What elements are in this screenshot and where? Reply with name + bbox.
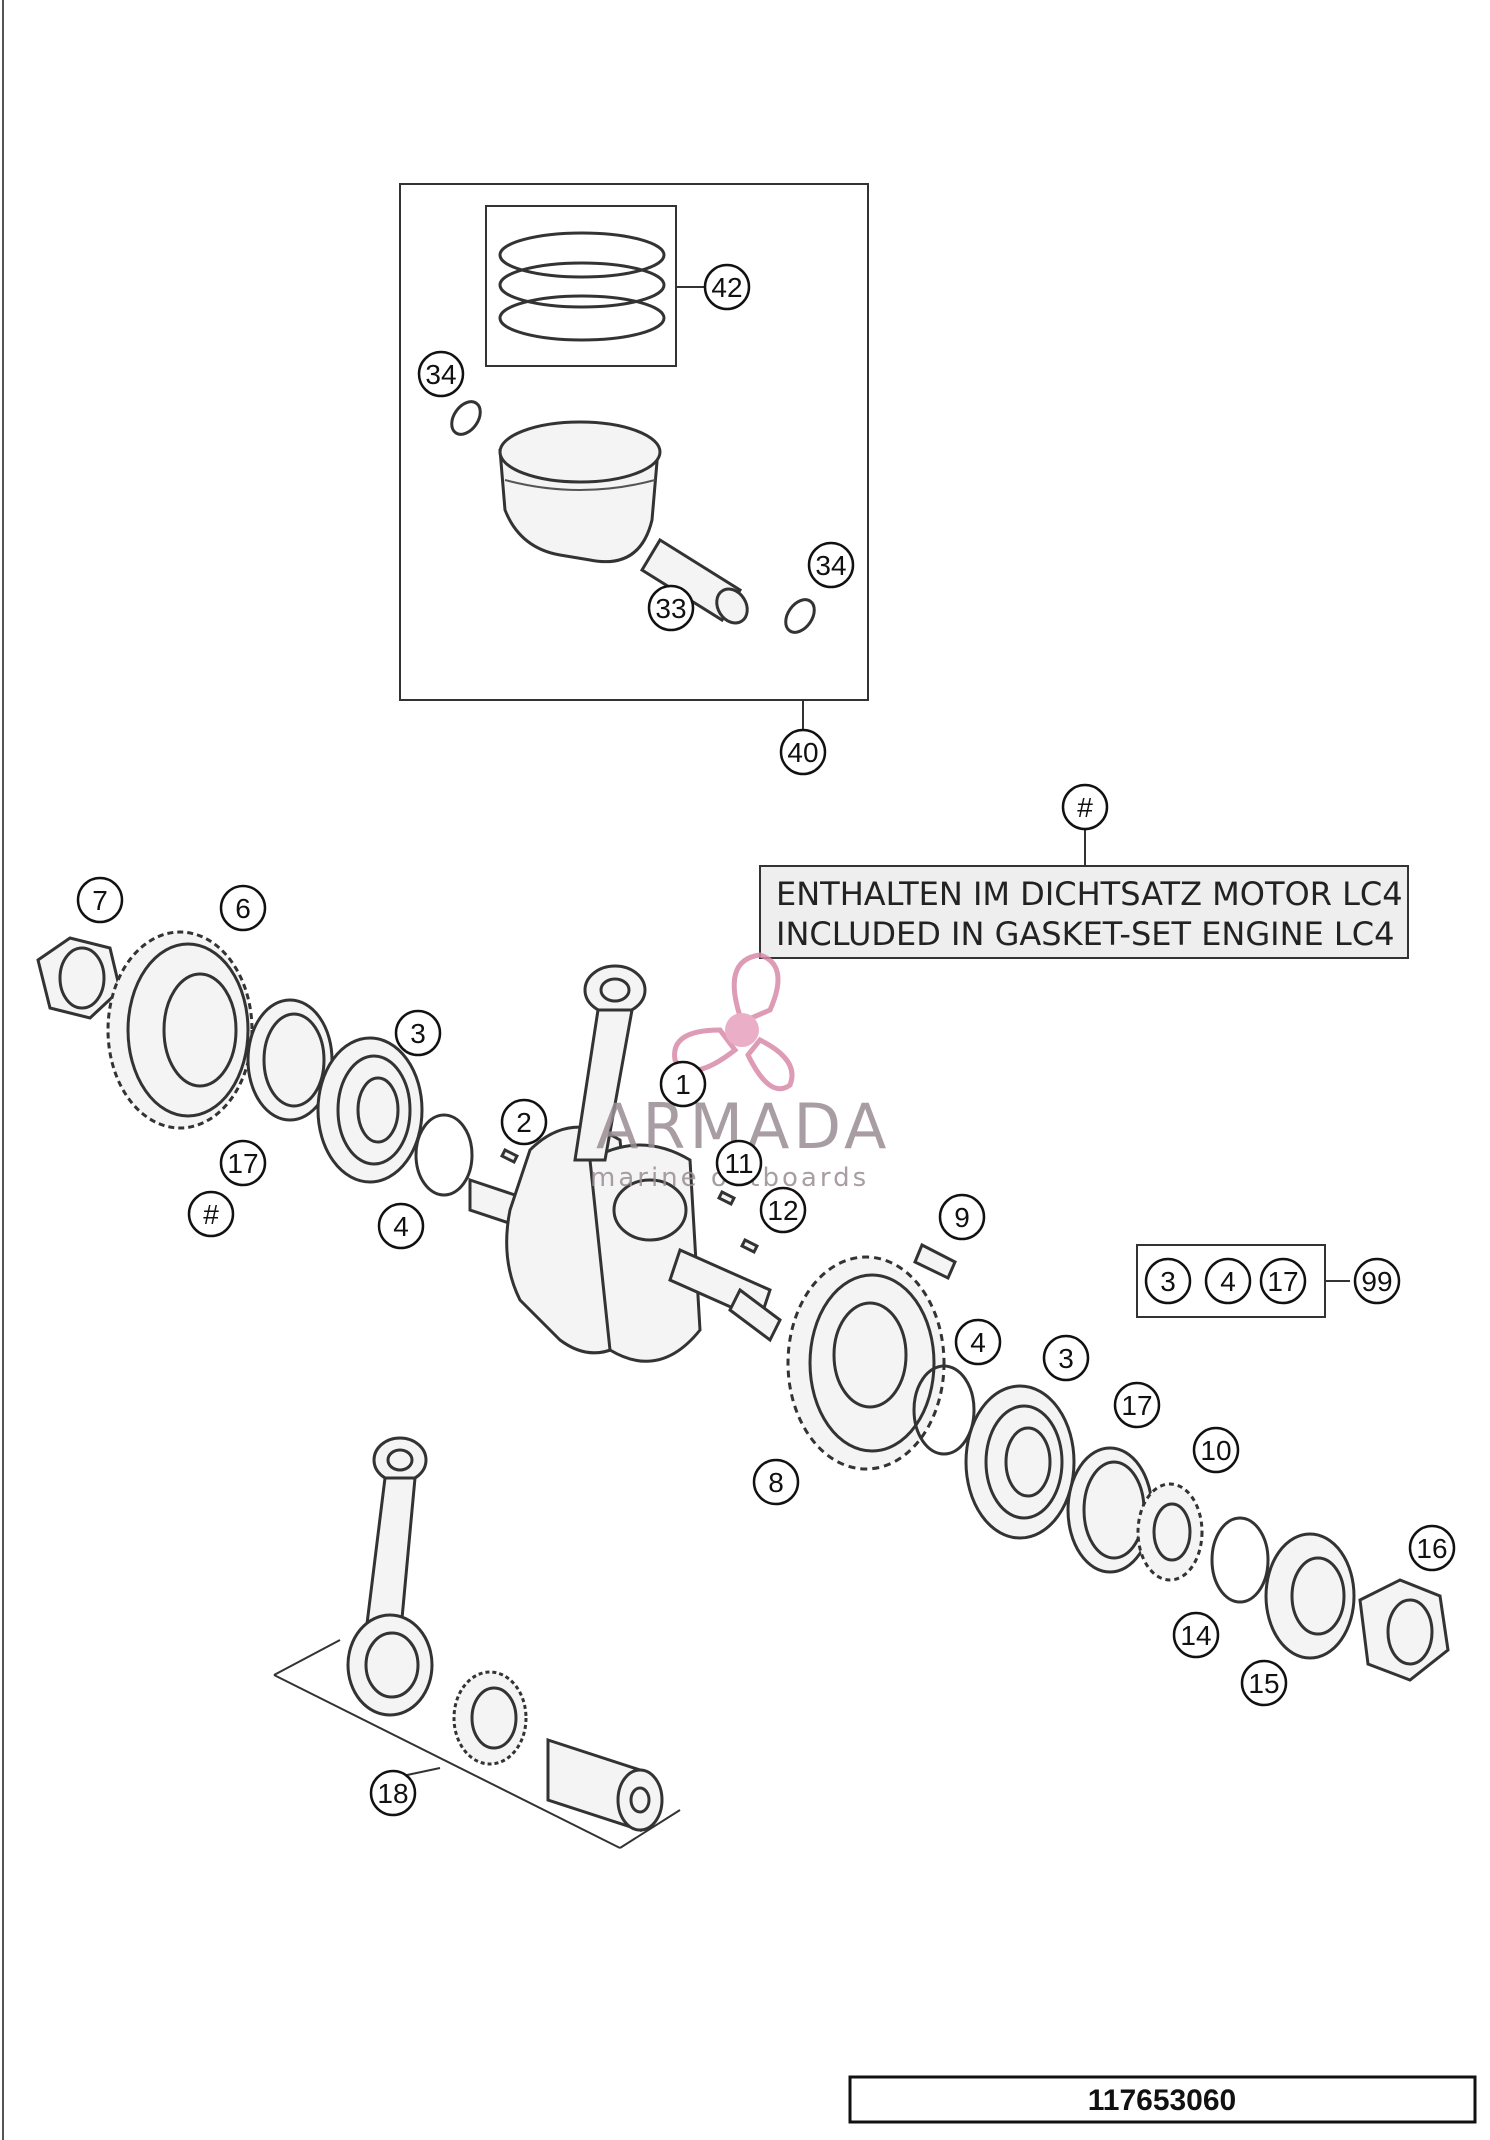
- callout-8-text: 1: [675, 1069, 691, 1100]
- washer: [1264, 1532, 1356, 1660]
- callout-12-text: 17: [227, 1148, 258, 1179]
- callout-24-text: 18: [377, 1778, 408, 1809]
- piston-kit-frame: [399, 183, 869, 701]
- crankshaft-nut-right: [1358, 1578, 1450, 1682]
- callout-7: 3: [394, 1009, 442, 1057]
- kit-item-callout-1: 4: [1204, 1257, 1252, 1305]
- callout-1: 34: [417, 350, 465, 398]
- callout-8: 1: [659, 1060, 707, 1108]
- callout-10-text: 11: [724, 1148, 753, 1179]
- callout-17: 3: [1042, 1334, 1090, 1382]
- connecting-rod-kit: [273, 1436, 681, 1849]
- callout-14: 4: [377, 1202, 425, 1250]
- callout-1-text: 34: [425, 359, 456, 390]
- woodruff-key-11: [716, 1189, 737, 1207]
- note-group: ENTHALTEN IM DICHTSATZ MOTOR LC4 INCLUDE…: [759, 825, 1409, 959]
- woodruff-key-2: [499, 1147, 520, 1165]
- callout-21-text: 16: [1416, 1533, 1447, 1564]
- kit-number-callout: 99: [1353, 1257, 1401, 1305]
- callout-11-text: 12: [767, 1195, 798, 1226]
- callout-14-text: 4: [393, 1211, 409, 1242]
- callout-12: 17: [219, 1139, 267, 1187]
- kit-item-callout-2: 17: [1259, 1257, 1307, 1305]
- primary-gear-right: [786, 1255, 946, 1471]
- callout-19: 10: [1192, 1426, 1240, 1474]
- callout-0-text: 42: [711, 272, 742, 303]
- shim-washer-left: [414, 1113, 474, 1197]
- shim-washer-right: [912, 1364, 976, 1456]
- callout-18: 17: [1113, 1381, 1161, 1429]
- drawing-number-frame: [848, 2075, 1477, 2124]
- callout-21: 16: [1408, 1524, 1456, 1572]
- circlip-retaining: [1210, 1516, 1270, 1604]
- main-bearing-right: [964, 1384, 1076, 1540]
- kit-number-callout-text: 99: [1361, 1266, 1392, 1297]
- circlip-upper: [450, 400, 482, 436]
- callout-20-text: 8: [768, 1467, 784, 1498]
- piston-rings-frame: [485, 205, 677, 367]
- callout-6-text: 6: [235, 893, 251, 924]
- callout-9: 2: [500, 1098, 548, 1146]
- callout-22: 14: [1172, 1611, 1220, 1659]
- callout-17-text: 3: [1058, 1343, 1074, 1374]
- kit-item-callout-2-text: 17: [1267, 1266, 1298, 1297]
- circlip-lower: [784, 598, 816, 634]
- callout-4: 40: [779, 728, 827, 776]
- connecting-rod-assembled: [573, 964, 647, 1162]
- kit-item-callout-0-text: 3: [1160, 1266, 1176, 1297]
- piston: [498, 420, 662, 564]
- piston-rings: [498, 231, 666, 342]
- callout-16-text: 4: [970, 1327, 986, 1358]
- note-line-english: INCLUDED IN GASKET-SET ENGINE LC4: [776, 915, 1394, 953]
- callout-6: 6: [219, 884, 267, 932]
- callout-2: 34: [807, 541, 855, 589]
- callout-2-text: 34: [815, 550, 846, 581]
- callout-3-text: 33: [655, 593, 686, 624]
- callout-4-text: 40: [787, 737, 818, 768]
- timing-sprocket: [1136, 1482, 1204, 1582]
- piston-pin: [639, 537, 749, 625]
- callout-11: 12: [759, 1186, 807, 1234]
- woodruff-key-12: [739, 1237, 760, 1255]
- callout-15-text: 9: [954, 1202, 970, 1233]
- note-marker-callout: #: [1061, 783, 1109, 831]
- callout-13: #: [187, 1190, 235, 1238]
- callout-13-text: #: [203, 1199, 219, 1230]
- callout-5: 7: [76, 876, 124, 924]
- drawing-number: 117653060: [1088, 2084, 1237, 2117]
- callout-9-text: 2: [516, 1107, 532, 1138]
- callout-3: 33: [647, 584, 695, 632]
- propeller-logo-icon: [672, 952, 795, 1092]
- callout-24: 18: [369, 1769, 417, 1817]
- kit-item-callout-0: 3: [1144, 1257, 1192, 1305]
- callout-15: 9: [938, 1193, 986, 1241]
- primary-gear-left: [106, 930, 254, 1130]
- dowel-pin: [913, 1242, 957, 1281]
- note-box: [759, 865, 1409, 959]
- callout-5-text: 7: [92, 885, 108, 916]
- callout-23: 15: [1240, 1659, 1288, 1707]
- crankshaft: [468, 1125, 782, 1363]
- callout-16: 4: [954, 1318, 1002, 1366]
- kit-item-callout-1-text: 4: [1220, 1266, 1236, 1297]
- note-line-german: ENTHALTEN IM DICHTSATZ MOTOR LC4: [776, 875, 1403, 913]
- callout-20: 8: [752, 1458, 800, 1506]
- callout-10: 11: [715, 1139, 763, 1187]
- piston-kit-group: [399, 183, 869, 732]
- main-bearing-left: [316, 1036, 424, 1184]
- kit-group: [1136, 1244, 1350, 1318]
- note-marker-callout-text: #: [1077, 792, 1093, 823]
- callout-19-text: 10: [1200, 1435, 1231, 1466]
- shaft-seal-right: [1066, 1446, 1154, 1574]
- callout-18-text: 17: [1121, 1390, 1152, 1421]
- callout-22-text: 14: [1180, 1620, 1211, 1651]
- drawing-number-block: 117653060: [848, 2075, 1477, 2124]
- crankshaft-nut-left: [36, 936, 122, 1020]
- callout-23-text: 15: [1248, 1668, 1279, 1699]
- callout-7-text: 3: [410, 1018, 426, 1049]
- callout-0: 42: [703, 263, 751, 311]
